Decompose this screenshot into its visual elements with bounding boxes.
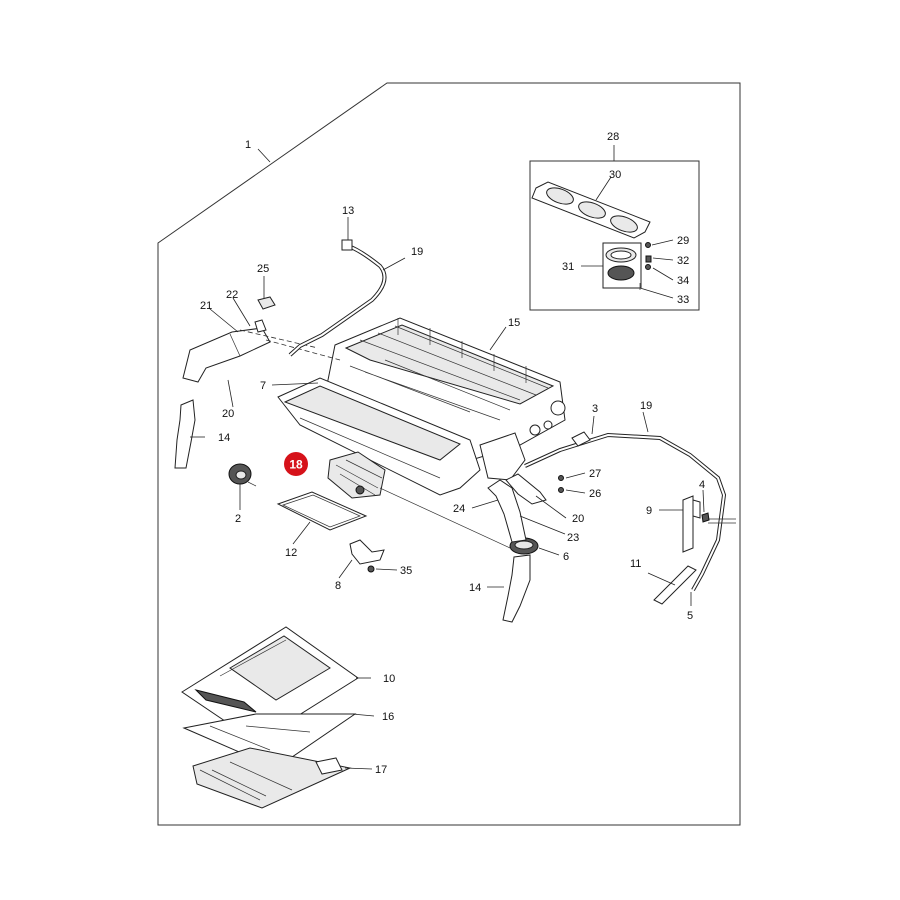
duct-14-bottom bbox=[502, 554, 531, 623]
dashed-route-b bbox=[265, 339, 341, 361]
callout-14a: 14 bbox=[218, 432, 230, 444]
leader-lines bbox=[190, 145, 705, 770]
callout-23: 23 bbox=[567, 532, 579, 544]
callout-17: 17 bbox=[375, 764, 387, 776]
pack-bracket-right bbox=[479, 420, 553, 481]
callout-16: 16 bbox=[382, 711, 394, 723]
wire-harness-line bbox=[379, 487, 511, 549]
callout-32: 32 bbox=[677, 255, 689, 267]
callout-18: 18 bbox=[289, 458, 303, 472]
seal-2 bbox=[228, 463, 257, 487]
callout-30: 30 bbox=[609, 169, 621, 181]
tube-19-upper bbox=[288, 244, 387, 357]
callout-24: 24 bbox=[453, 503, 465, 515]
harness-18 bbox=[327, 451, 386, 499]
duct-20-23-24 bbox=[487, 473, 547, 543]
highlight-badge bbox=[284, 452, 308, 476]
callout-10: 10 bbox=[383, 673, 395, 685]
callout-21: 21 bbox=[200, 300, 212, 312]
callout-3: 3 bbox=[592, 403, 598, 415]
pad-12 bbox=[276, 491, 368, 531]
callout-15: 15 bbox=[508, 317, 520, 329]
highlight-callout-18[interactable]: 18 bbox=[284, 452, 308, 476]
clamp-3 bbox=[571, 431, 591, 447]
callout-28: 28 bbox=[607, 131, 619, 143]
callout-29: 29 bbox=[677, 235, 689, 247]
bracket-8 bbox=[349, 539, 385, 565]
callout-4: 4 bbox=[699, 479, 705, 491]
fitting-13 bbox=[341, 239, 353, 251]
callout-6: 6 bbox=[563, 551, 569, 563]
callout-7: 7 bbox=[260, 380, 266, 392]
callout-12: 12 bbox=[285, 547, 297, 559]
seal-6 bbox=[509, 537, 539, 555]
screw-4 bbox=[701, 512, 710, 523]
callout-33: 33 bbox=[677, 294, 689, 306]
callout-13: 13 bbox=[342, 205, 354, 217]
gasket-30 bbox=[531, 181, 651, 239]
clamp-25 bbox=[257, 296, 276, 310]
callout-19a: 19 bbox=[411, 246, 423, 258]
callout-14b: 14 bbox=[469, 582, 481, 594]
bolts-26-27 bbox=[558, 475, 564, 493]
tray-7 bbox=[277, 377, 481, 496]
cover-17 bbox=[192, 747, 352, 809]
callout-5: 5 bbox=[687, 610, 693, 622]
callout-31: 31 bbox=[562, 261, 574, 273]
duct-21-22 bbox=[182, 319, 271, 383]
callout-22: 22 bbox=[226, 289, 238, 301]
callout-11: 11 bbox=[630, 558, 641, 570]
callout-19b: 19 bbox=[640, 400, 652, 412]
callout-8: 8 bbox=[335, 580, 341, 592]
bracket-9 bbox=[682, 495, 701, 553]
fan-assembly-31 bbox=[602, 242, 642, 289]
callout-34: 34 bbox=[677, 275, 689, 287]
detail-box-28 bbox=[529, 160, 700, 311]
bolt-35 bbox=[367, 565, 375, 573]
callout-20a: 20 bbox=[222, 408, 234, 420]
callout-2: 2 bbox=[235, 513, 241, 525]
assembly-frame bbox=[157, 82, 741, 826]
duct-14-left bbox=[174, 399, 196, 469]
callout-9: 9 bbox=[646, 505, 652, 517]
callout-1: 1 bbox=[245, 139, 251, 151]
callout-25: 25 bbox=[257, 263, 269, 275]
cover-10 bbox=[181, 626, 359, 743]
screws-29-32-34 bbox=[639, 242, 652, 290]
callout-26: 26 bbox=[589, 488, 601, 500]
callout-20b: 20 bbox=[572, 513, 584, 525]
callout-35: 35 bbox=[400, 565, 412, 577]
callout-27: 27 bbox=[589, 468, 601, 480]
